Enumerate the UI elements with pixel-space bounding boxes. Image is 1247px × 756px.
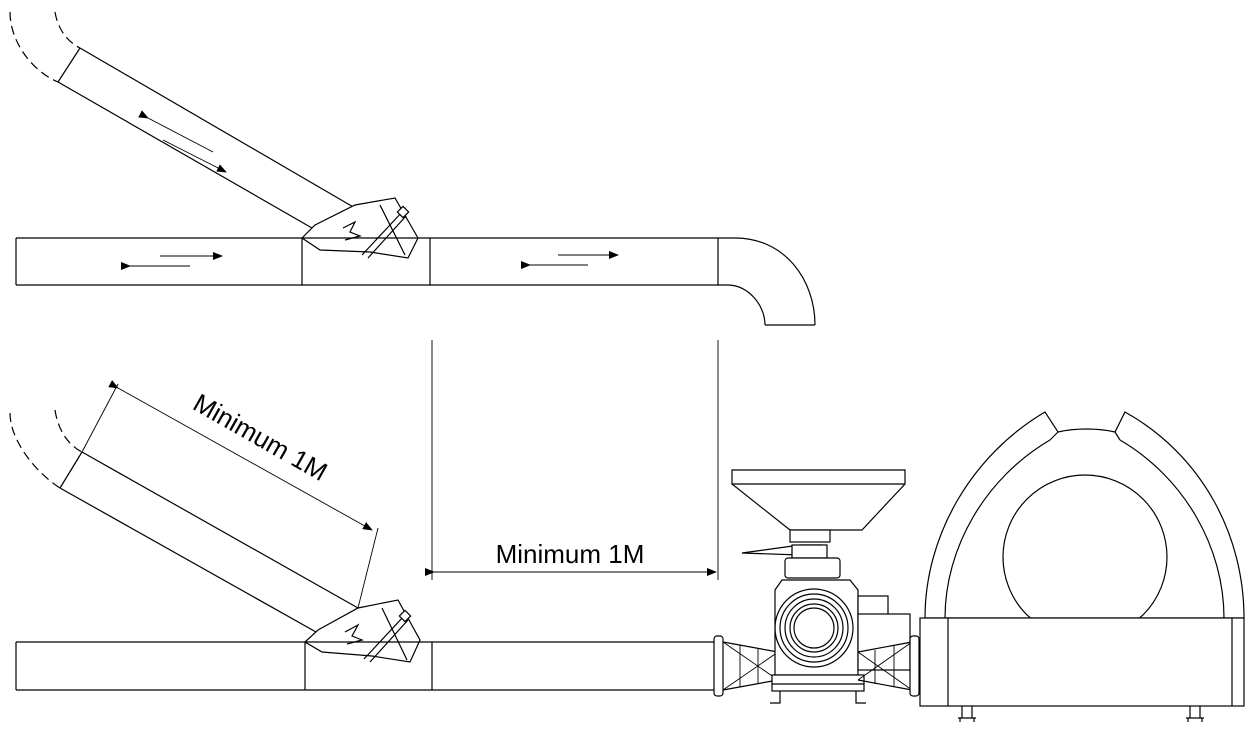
flow-arrow: [138, 110, 214, 153]
bottom-horizontal-duct: [15, 641, 718, 691]
diagonal-dimension-label: Minimum 1M: [188, 387, 332, 486]
bottom-inlet-elbow: [9, 409, 83, 489]
top-outlet-elbow: [718, 237, 816, 326]
right-flex-connector: [857, 635, 920, 697]
horizontal-dimension-label: Minimum 1M: [496, 539, 645, 569]
fan-unit: [731, 469, 911, 704]
hopper: [731, 469, 906, 531]
diagonal-dimension: Minimum 1M: [81, 380, 379, 609]
left-flex-connector: [713, 635, 779, 697]
top-inlet-elbow: [9, 11, 81, 83]
top-horizontal-duct: [15, 237, 719, 286]
flow-arrow: [162, 139, 227, 173]
horizontal-dimension: Minimum 1M: [425, 340, 719, 580]
top-damper-junction: [301, 197, 430, 259]
top-assembly: [9, 11, 816, 326]
bottom-damper-junction: [303, 599, 432, 663]
top-diagonal-duct: [57, 47, 356, 229]
drum-unit: [919, 411, 1245, 722]
